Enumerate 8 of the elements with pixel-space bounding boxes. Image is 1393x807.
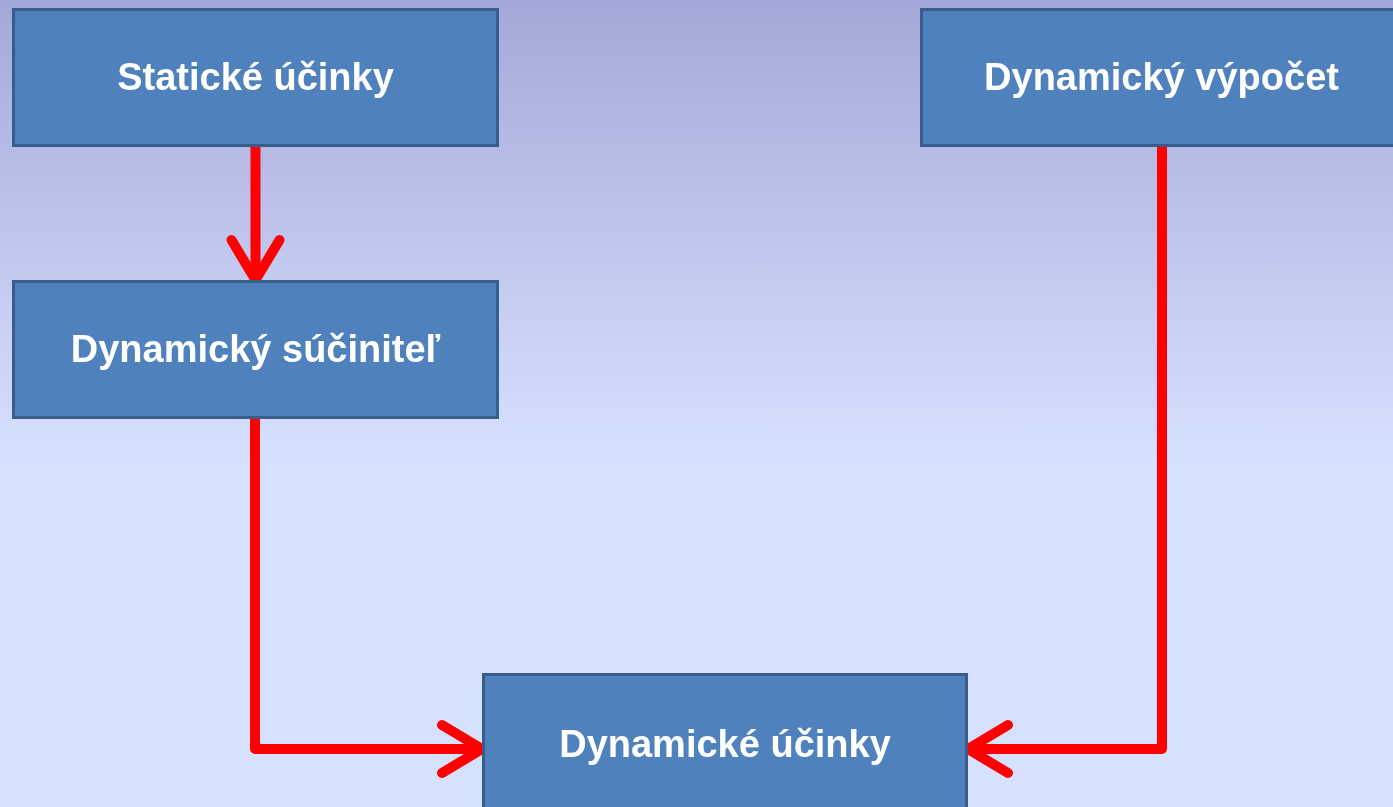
process-box bbox=[920, 8, 1393, 147]
box-label: Statické účinky bbox=[116, 56, 395, 99]
box-label: Dynamické účinky bbox=[558, 723, 892, 766]
box-label: Dynamický výpočet bbox=[983, 56, 1340, 99]
process-box bbox=[482, 673, 968, 807]
process-box bbox=[12, 8, 499, 147]
process-box bbox=[12, 280, 499, 419]
box-label: Dynamický súčiniteľ bbox=[69, 328, 442, 371]
